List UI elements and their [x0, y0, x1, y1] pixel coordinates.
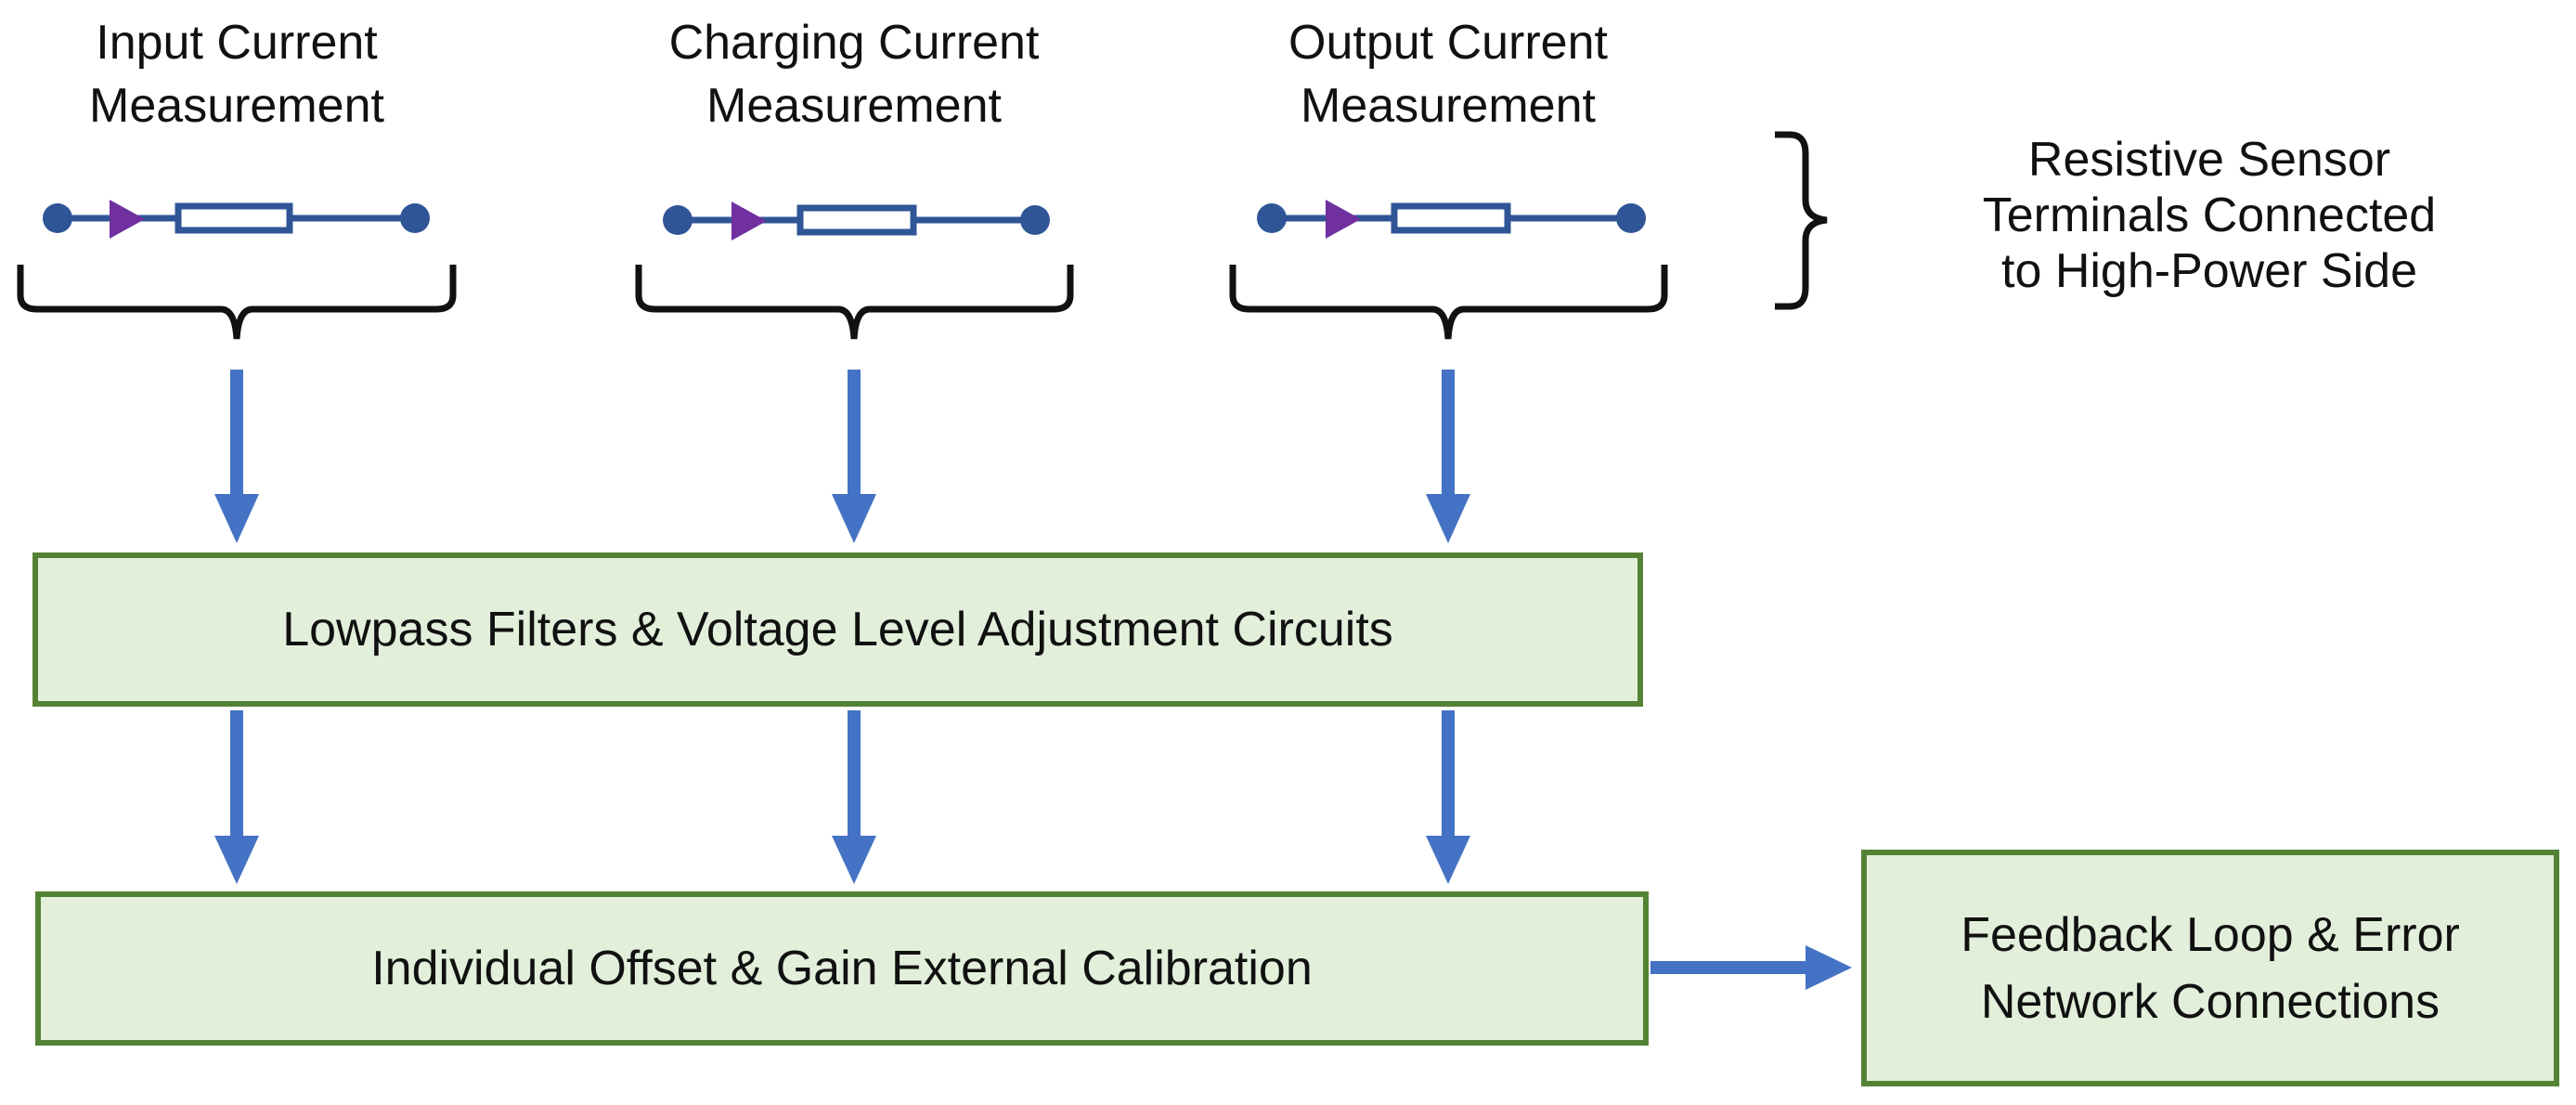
sensor-symbol-input — [43, 200, 430, 239]
brace-charging — [635, 265, 1074, 340]
label-sensor-terminals: Resistive Sensor Terminals Connected to … — [1982, 133, 2437, 298]
calibration-box: Individual Offset & Gain External Calibr… — [35, 891, 1649, 1046]
arrow-lowpass-to-calibration-2 — [832, 710, 876, 884]
brace-input — [17, 265, 457, 340]
feedback-box: Feedback Loop & Error Network Connection… — [1861, 850, 2559, 1086]
feedback-label: Feedback Loop & Error Network Connection… — [1961, 907, 2460, 1029]
arrow-lowpass-to-calibration-3 — [1426, 710, 1470, 884]
label-charging-current: Charging Current Measurement — [668, 16, 1040, 133]
brace-sensor-terminals — [1775, 131, 1828, 310]
label-output-current: Output Current Measurement — [1288, 16, 1608, 133]
arrow-output-to-lowpass — [1426, 370, 1470, 543]
arrow-charging-to-lowpass — [832, 370, 876, 543]
arrow-input-to-lowpass — [214, 370, 259, 543]
lowpass-filters-label: Lowpass Filters & Voltage Level Adjustme… — [282, 603, 1393, 656]
brace-output — [1229, 265, 1668, 340]
sensor-symbol-output — [1257, 200, 1646, 239]
arrow-lowpass-to-calibration-1 — [214, 710, 259, 884]
sensor-symbol-charging — [663, 202, 1050, 240]
lowpass-filters-box: Lowpass Filters & Voltage Level Adjustme… — [32, 552, 1643, 707]
arrow-calibration-to-feedback — [1650, 945, 1852, 990]
calibration-label: Individual Offset & Gain External Calibr… — [371, 942, 1313, 995]
label-input-current: Input Current Measurement — [89, 16, 384, 133]
